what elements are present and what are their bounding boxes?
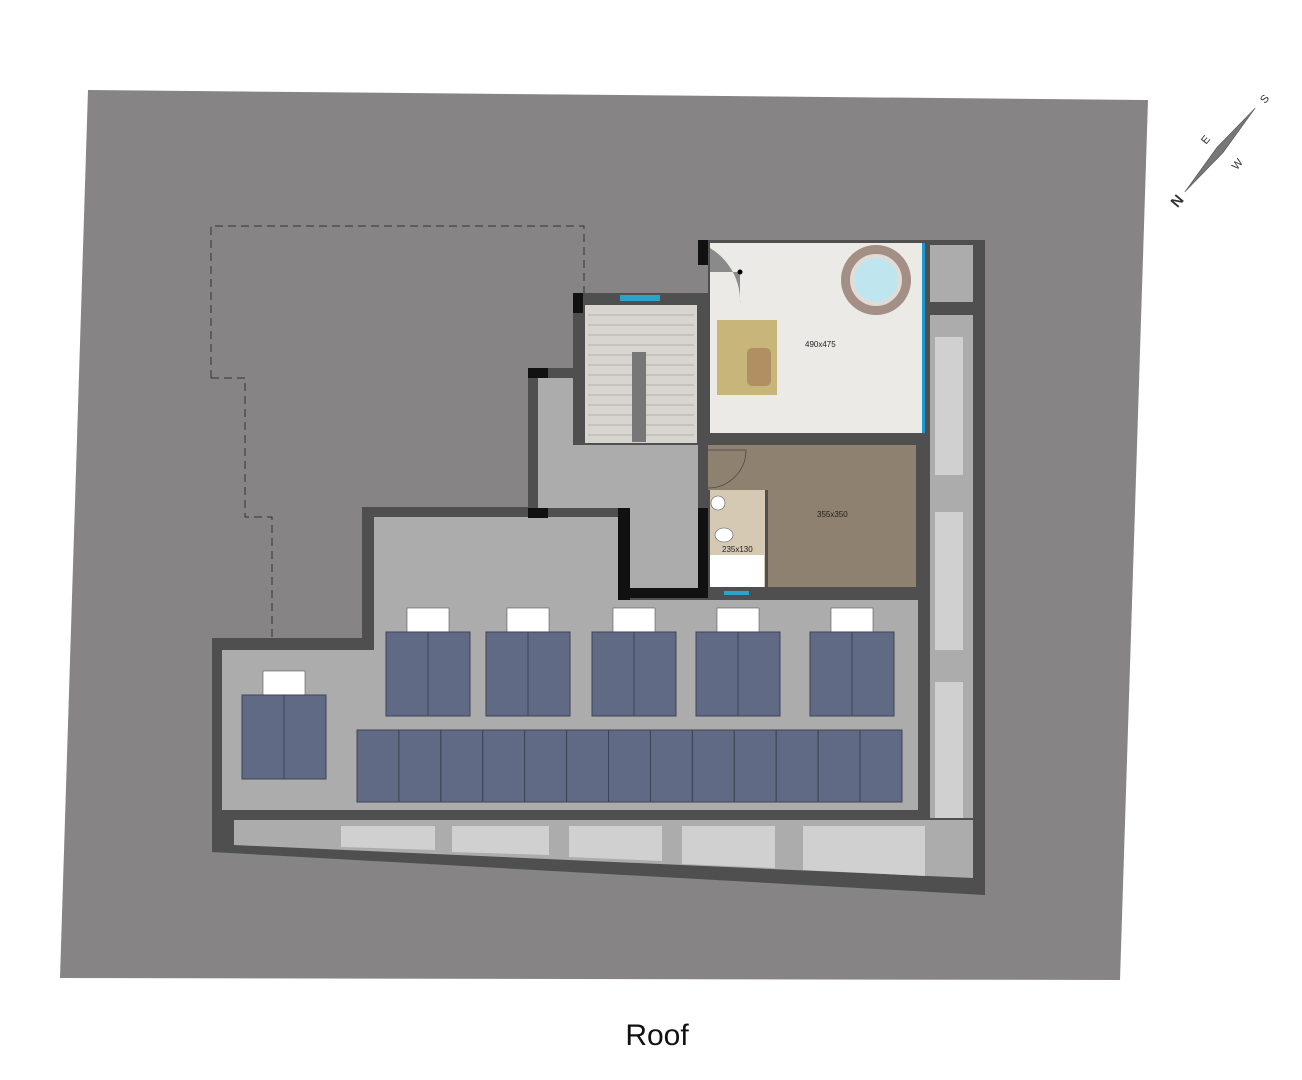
toilet-icon	[714, 527, 734, 543]
solar-panel	[775, 729, 819, 803]
inverter-box	[612, 607, 656, 633]
skylight	[803, 826, 925, 876]
solar-panel	[398, 729, 442, 803]
plan-title: Roof	[625, 1019, 689, 1052]
solar-panel	[817, 729, 861, 803]
door-swing	[707, 449, 747, 489]
inverter-box	[716, 607, 760, 633]
bedroom	[768, 445, 916, 587]
solar-panel	[385, 631, 429, 717]
solar-panel	[851, 631, 895, 717]
lounge-chair	[747, 348, 771, 386]
solar-panel	[524, 729, 568, 803]
corridor	[538, 378, 698, 588]
skylight	[935, 337, 963, 475]
door-black	[618, 508, 630, 600]
solar-panel	[859, 729, 903, 803]
inverter-box	[506, 607, 550, 633]
solar-panel	[482, 729, 526, 803]
wall-black	[698, 508, 708, 598]
wall-black	[528, 368, 548, 378]
solar-panel	[440, 729, 484, 803]
compass-e: E	[1199, 133, 1213, 146]
shower	[710, 555, 764, 587]
wall-black	[528, 508, 548, 518]
skylight	[682, 826, 775, 868]
solar-panel	[649, 729, 693, 803]
compass-w: W	[1230, 156, 1246, 172]
inverter-box	[262, 670, 306, 696]
skylight	[341, 826, 435, 850]
solar-panel	[591, 631, 635, 717]
solar-panel	[527, 631, 571, 717]
wall-black	[630, 588, 702, 598]
solar-panel	[608, 729, 651, 803]
jacuzzi-water	[850, 254, 902, 306]
solar-panel	[427, 631, 471, 717]
window	[620, 295, 660, 301]
wall-black	[573, 293, 583, 313]
solar-panel	[809, 631, 853, 717]
compass: N E W S	[1168, 93, 1272, 211]
window	[724, 591, 749, 595]
room-label-bedroom: 355x350	[817, 510, 848, 519]
dashed-outline	[210, 225, 585, 378]
solar-panel	[356, 729, 400, 803]
room-label-terrace: 490x475	[805, 340, 836, 349]
compass-s: S	[1258, 93, 1272, 106]
solar-panel	[633, 631, 677, 717]
solar-panel	[737, 631, 781, 717]
solar-panel	[695, 631, 739, 717]
solar-panel	[733, 729, 777, 803]
solar-panel	[566, 729, 610, 803]
room-label-bathroom: 235x130	[722, 545, 753, 554]
inverter-box	[830, 607, 874, 633]
solar-panels	[241, 607, 903, 803]
skylight	[452, 826, 549, 855]
solar-panel	[485, 631, 529, 717]
hall	[708, 445, 768, 490]
glass-rail	[922, 243, 925, 433]
solar-panel	[283, 694, 327, 780]
right-top-block	[930, 245, 973, 302]
solar-panel	[691, 729, 735, 803]
spiral-stair-center	[737, 269, 743, 275]
inverter-box	[406, 607, 450, 633]
stair-rail	[632, 352, 646, 442]
compass-n: N	[1168, 192, 1188, 211]
skylight	[569, 826, 662, 861]
dashed-outline-lower	[211, 377, 273, 640]
sink-icon	[710, 495, 726, 511]
solar-panel	[241, 694, 285, 780]
compass-needle	[1184, 107, 1256, 193]
skylight	[935, 682, 963, 818]
spiral-stair	[710, 248, 741, 305]
wall-black	[698, 240, 708, 265]
skylight	[935, 512, 963, 650]
